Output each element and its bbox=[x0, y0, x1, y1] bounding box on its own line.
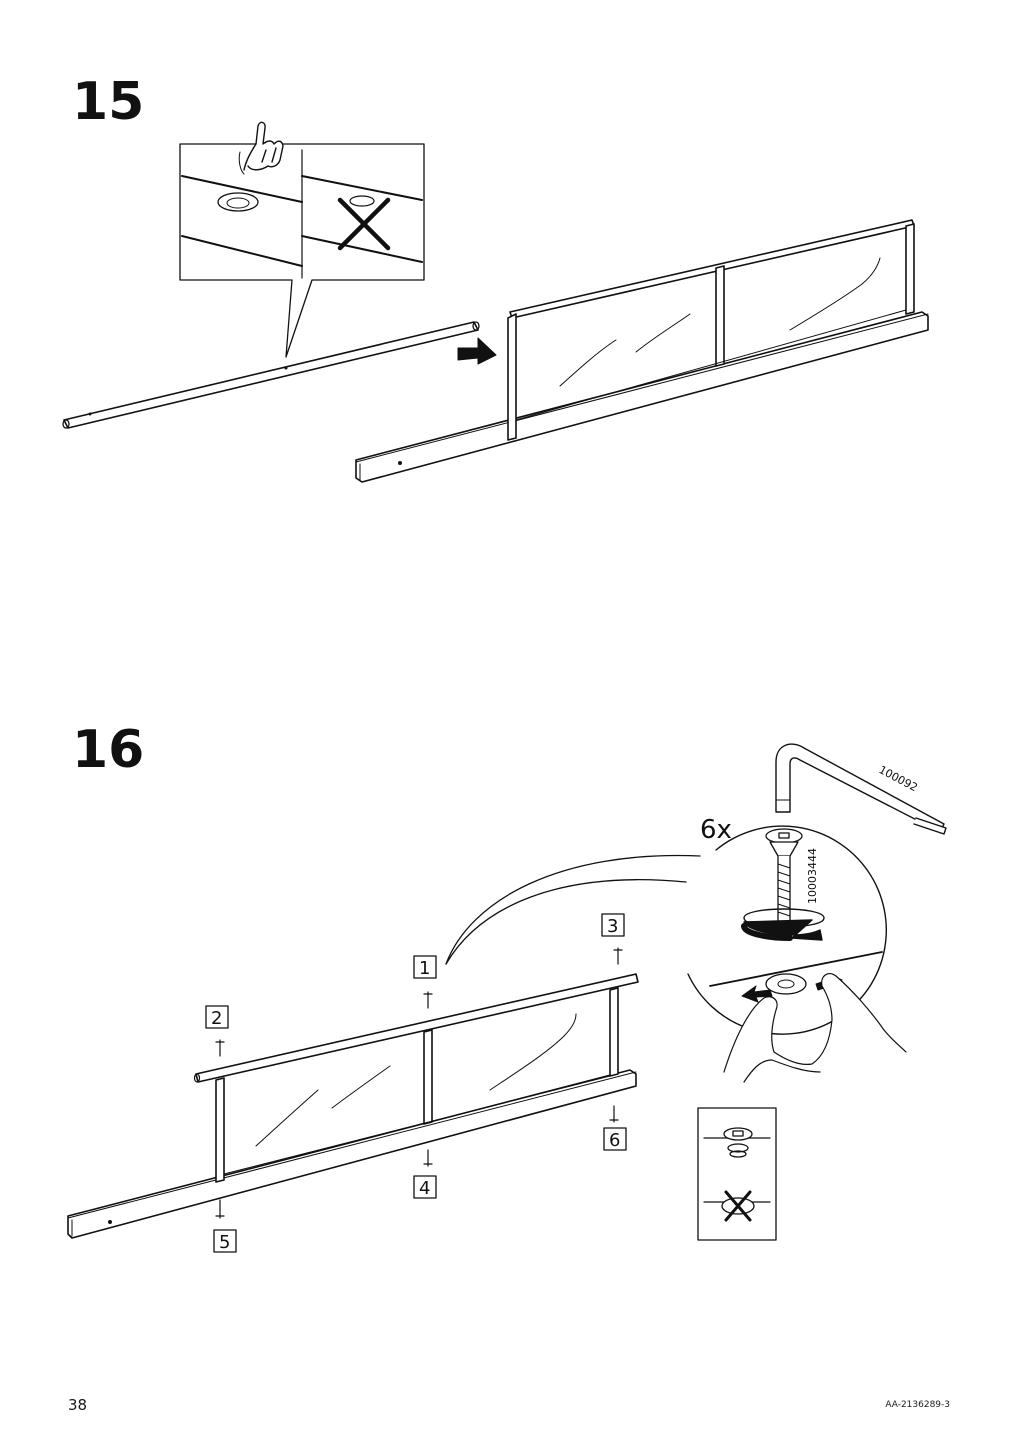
countersunk-hole-icon bbox=[217, 192, 259, 212]
page-number: 38 bbox=[68, 1396, 88, 1414]
hands-holding-icon bbox=[723, 973, 907, 1083]
step-15-illustration bbox=[62, 121, 929, 483]
position-label-4: 4 bbox=[419, 1178, 430, 1199]
screw-markers bbox=[215, 947, 623, 1219]
position-label-5: 5 bbox=[219, 1232, 230, 1253]
hex-key-part-number: 100092 bbox=[877, 763, 920, 794]
position-labels bbox=[205, 913, 627, 1253]
step-16-illustration bbox=[67, 743, 947, 1253]
screw-detail-circle bbox=[687, 743, 947, 1083]
glass-panel-frame bbox=[355, 219, 929, 483]
screw-depth-check-box bbox=[697, 1107, 777, 1241]
step-15-number: 15 bbox=[72, 72, 145, 132]
screw-icon bbox=[765, 828, 803, 933]
hole-detail-callout bbox=[179, 121, 425, 358]
quantity-label: 6x bbox=[700, 815, 732, 845]
finger-touch-icon bbox=[238, 121, 284, 175]
rotation-arrow-icon bbox=[741, 908, 825, 941]
position-label-1: 1 bbox=[419, 958, 430, 979]
wrong-cross-icon bbox=[337, 197, 391, 251]
top-rail-rod bbox=[62, 321, 480, 429]
callout-connector bbox=[445, 854, 701, 965]
correct-screw-icon bbox=[723, 1127, 753, 1141]
insert-arrow-icon bbox=[457, 337, 497, 365]
step-16-number: 16 bbox=[72, 720, 145, 780]
screw-part-number: 10003444 bbox=[806, 848, 819, 904]
hex-key-icon bbox=[775, 743, 947, 835]
wrong-mark-icon bbox=[724, 1190, 752, 1222]
assembled-frame bbox=[67, 973, 639, 1239]
position-label-6: 6 bbox=[609, 1130, 620, 1151]
position-label-2: 2 bbox=[211, 1008, 222, 1029]
position-label-3: 3 bbox=[607, 916, 618, 937]
document-code: AA-2136289-3 bbox=[885, 1400, 950, 1410]
raised-hole-icon bbox=[349, 195, 375, 207]
